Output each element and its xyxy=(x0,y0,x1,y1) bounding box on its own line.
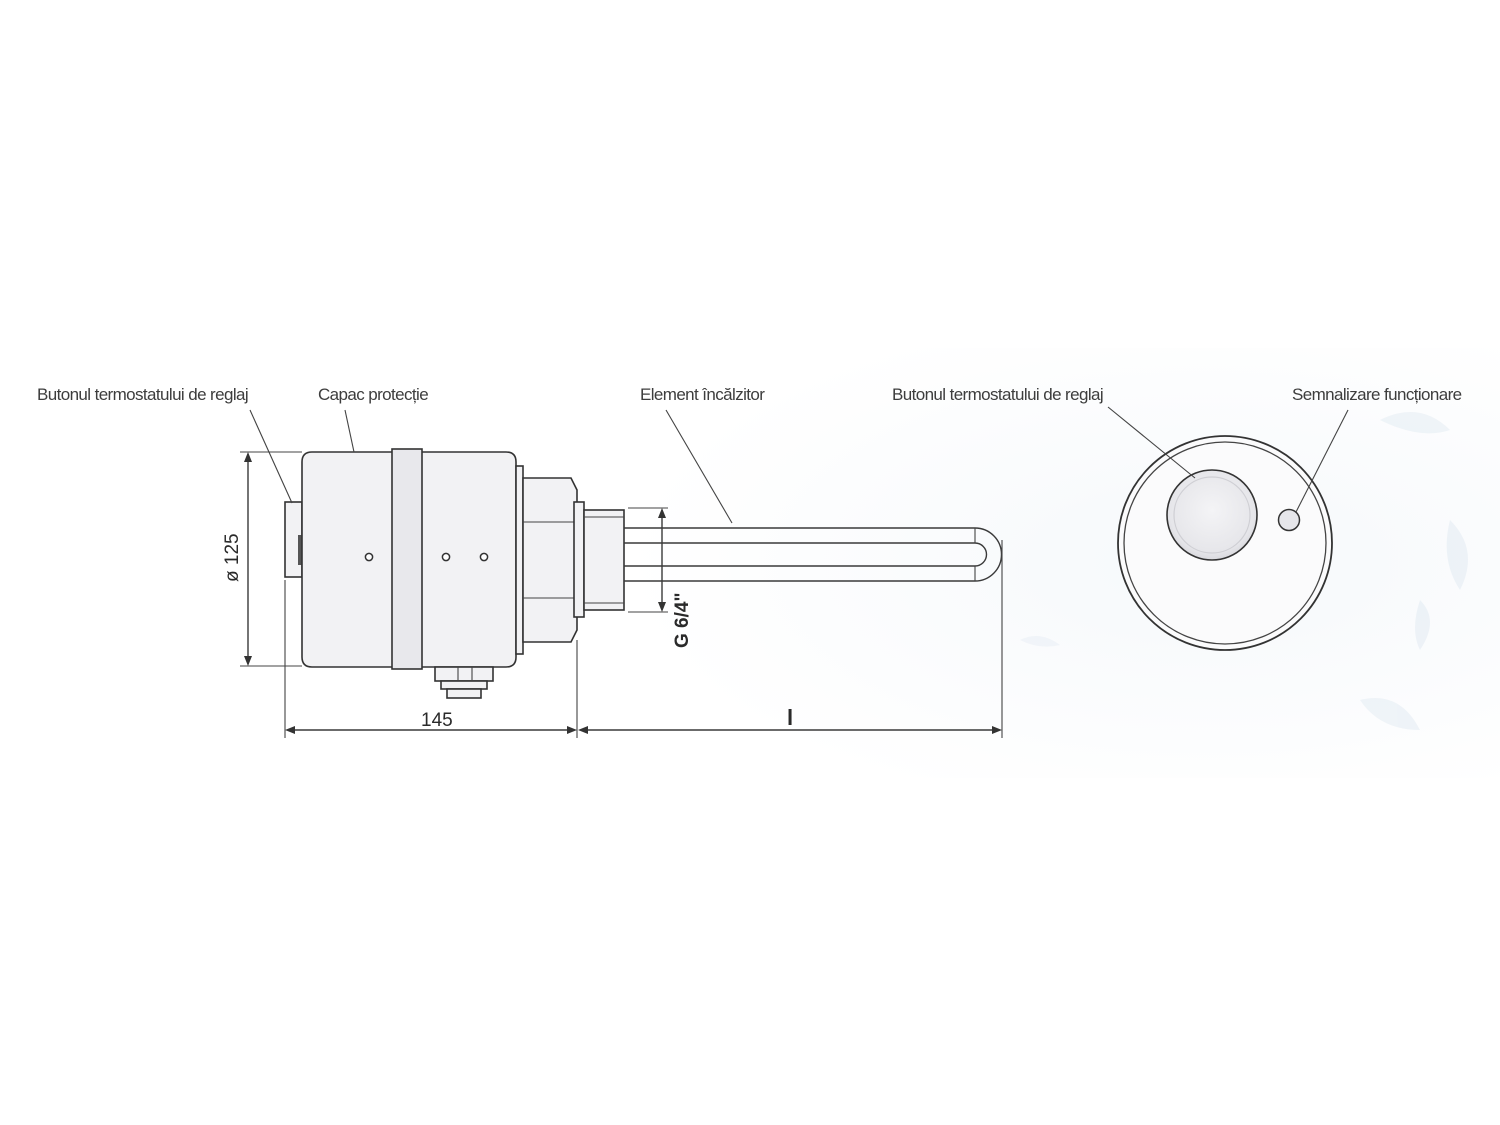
screw xyxy=(441,552,451,562)
background-tint xyxy=(525,348,1500,778)
front-housing-inner xyxy=(1123,441,1327,645)
screw xyxy=(364,552,374,562)
knob-inner-ring xyxy=(1173,476,1251,554)
housing-band xyxy=(391,448,423,670)
hex-nut xyxy=(522,477,578,643)
label-heating-element: Element încălzitor xyxy=(640,385,765,404)
label-signal: Semnalizare funcționare xyxy=(1292,385,1462,404)
element-length-dimension: l xyxy=(787,705,793,730)
background-swirls xyxy=(1020,412,1468,730)
side-knob-indicator xyxy=(298,535,303,565)
thread-dimension: G 6/4" xyxy=(672,593,693,648)
cable-gland xyxy=(434,666,494,699)
flange-ring xyxy=(515,465,524,655)
label-front-knob: Butonul termostatului de reglaj xyxy=(892,385,1103,404)
dimension-lines xyxy=(240,451,1003,738)
diameter-dimension: ø 125 xyxy=(222,533,243,582)
heating-element xyxy=(624,527,1003,582)
front-view xyxy=(1117,435,1333,651)
label-cover: Capac protecție xyxy=(318,385,428,404)
signal-lamp xyxy=(1277,508,1301,532)
washer xyxy=(573,501,585,618)
label-side-knob: Butonul termostatului de reglaj xyxy=(37,385,248,404)
front-thermostat-knob xyxy=(1166,469,1258,561)
threaded-connection xyxy=(583,509,625,611)
body-length-dimension: 145 xyxy=(421,710,453,731)
side-view xyxy=(284,448,1003,699)
screw xyxy=(479,552,489,562)
leader-lines xyxy=(249,406,1349,524)
